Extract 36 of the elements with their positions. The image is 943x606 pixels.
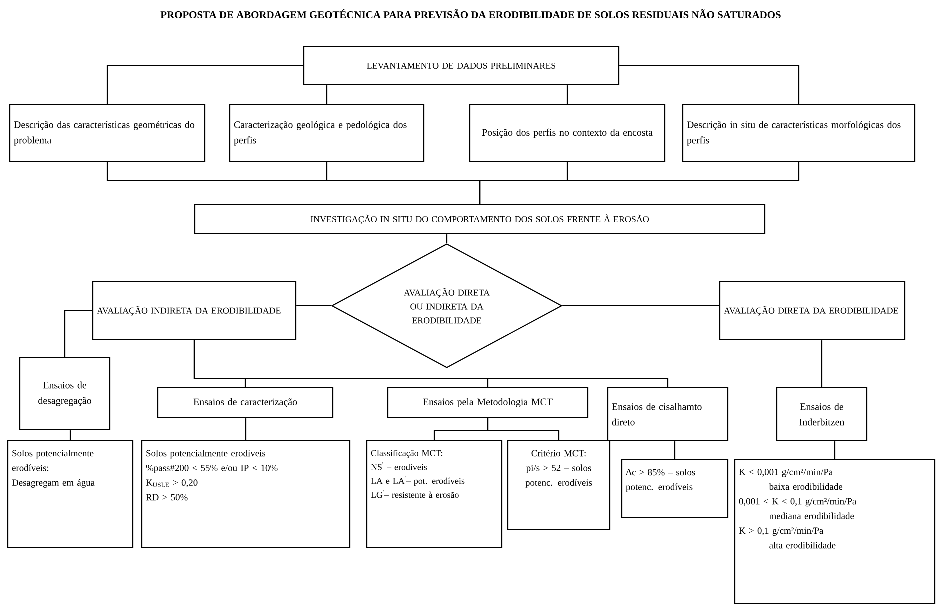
test-box: Ensaios de cisalhamto direto <box>607 387 729 442</box>
title: PROPOSTA DE ABORDAGEM GEOTÉCNICA PARA PREVISÃO DA ERODIBILIDADE DE SOLOS RESIDUAIS NÃO SATURADOS <box>160 9 781 19</box>
connector-line <box>562 305 720 307</box>
criteria-box: Δc ≥ 85% – solos potenc. erodíveis <box>621 459 729 519</box>
connector-line <box>834 442 836 460</box>
connector-line <box>194 340 669 388</box>
criteria-box: Classificação MCT: NS$^{'}$ – erodíveis LA e LA$^{'}$– pot. erodíveis LG$^{'}$– resistente à erosão <box>366 440 503 549</box>
criteria-box: Solos potencialmente erodíveis %pass#200 < 55% e/ou IP < 10% K$_{USLE}$ > 0,20 RD > 50% <box>141 440 351 549</box>
connector-line <box>487 418 560 440</box>
connector-line <box>674 442 676 460</box>
connector-line <box>245 418 247 440</box>
connector-line <box>106 65 304 104</box>
criteria-box: Solos potencialmente erodíveis: Desagregam em água <box>7 440 134 549</box>
process-box: Descrição das características geométricas do problema <box>9 104 206 163</box>
test-box: Ensaios de caracterização <box>157 387 334 419</box>
heading-box: INVESTIGAÇÃO IN SITU DO COMPORTAMENTO DOS SOLOS FRENTE À EROSÃO <box>194 204 766 235</box>
criteria-box: Critério MCT: pi/s > 52 – solos potenc. erodíveis <box>507 440 611 531</box>
connector-line <box>446 234 448 244</box>
test-box: Ensaios de Inderbitzen <box>776 387 868 442</box>
heading-box: AVALIAÇÃO INDIRETA DA ERODIBILIDADE <box>92 281 297 341</box>
heading-box: LEVANTAMENTO DE DADOS PRELIMINARES <box>303 46 620 86</box>
test-box: Ensaios pela Metodologia MCT <box>387 387 589 419</box>
connector-line <box>64 310 92 358</box>
connector-line <box>326 86 328 104</box>
connector-line <box>296 305 332 307</box>
connector-line <box>620 65 800 104</box>
connector-line <box>479 162 800 204</box>
process-box: Posição dos perfis no contexto da encosta <box>469 104 666 163</box>
connector-line <box>821 340 823 388</box>
process-box: Caracterização geológica e pedológica dos perfis <box>229 104 425 163</box>
process-box: Descrição in situ de características morfológicas dos perfis <box>682 104 916 163</box>
connector-line <box>566 86 568 104</box>
criteria-box: K < 0,001 g/cm²/min/Pa baixa erodibilidade 0,001 < K < 0,1 g/cm²/min/Pa mediana erodibilidade K > 0,1 g/cm²/min/Pa alta erodibilidade <box>734 459 936 605</box>
heading-box: AVALIAÇÃO DIRETA DA ERODIBILIDADE <box>719 281 906 341</box>
test-box: Ensaios de desagregação <box>19 357 111 431</box>
connector-line <box>70 430 72 440</box>
